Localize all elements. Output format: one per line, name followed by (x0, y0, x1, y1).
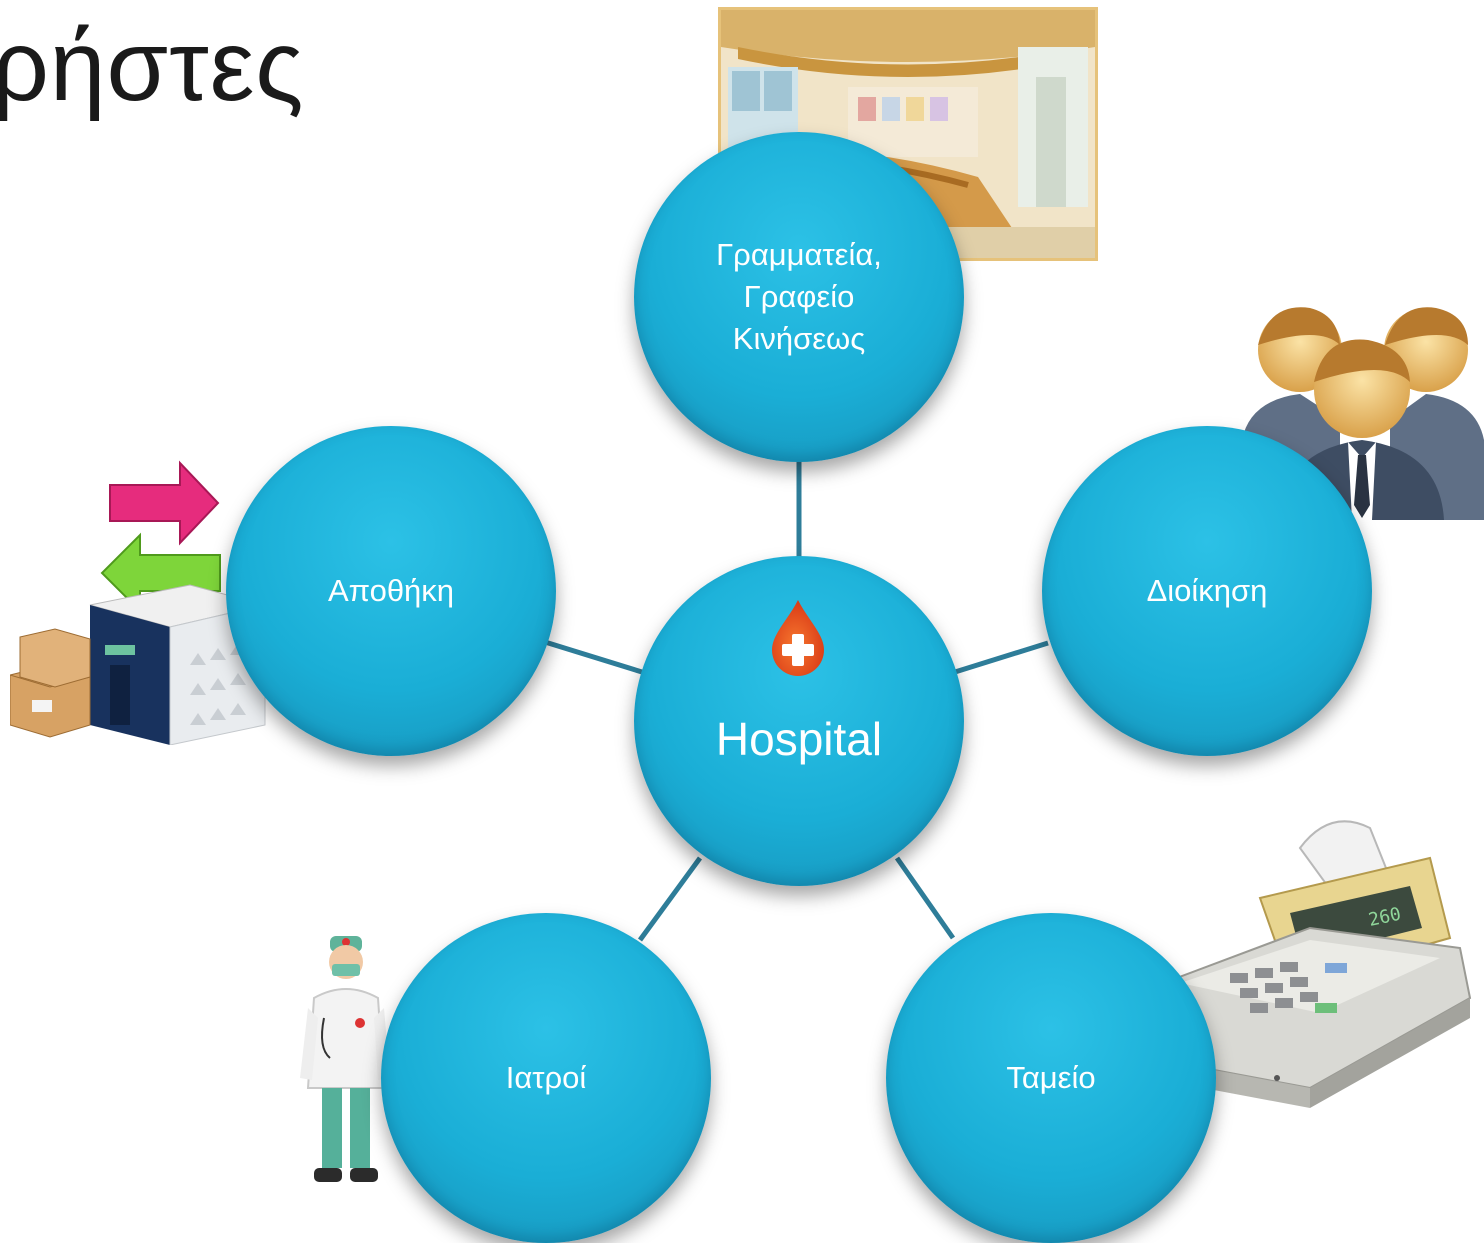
node-warehouse[interactable]: Αποθήκη (226, 426, 556, 756)
slide-title: ρήστες (0, 10, 305, 122)
connector-right (954, 640, 1049, 675)
hub-hospital[interactable]: Hospital (634, 556, 964, 886)
node-label-doctors: Ιατροί (505, 1060, 587, 1096)
node-administration[interactable]: Διοίκηση (1042, 426, 1372, 756)
doctor-photo (300, 928, 390, 1190)
node-doctors[interactable]: Ιατροί (381, 913, 711, 1243)
hub-label: Hospital (715, 713, 883, 765)
node-label-warehouse: Αποθήκη (327, 573, 455, 609)
node-label-cashier: Ταμείο (1006, 1060, 1096, 1096)
node-cashier[interactable]: Ταμείο (886, 913, 1216, 1243)
node-label-secretariat: Γραμματεία, Γραφείο Κινήσεως (716, 237, 882, 356)
connector-bottom-left (637, 856, 703, 942)
connector-bottom-right (894, 856, 956, 940)
node-label-administration: Διοίκηση (1146, 573, 1268, 609)
cash-register-icon: 260 (1140, 808, 1484, 1108)
blood-drop-cross-icon (772, 600, 824, 676)
node-secretariat[interactable]: Γραμματεία, Γραφείο Κινήσεως (634, 132, 964, 462)
connector-left (544, 639, 643, 675)
